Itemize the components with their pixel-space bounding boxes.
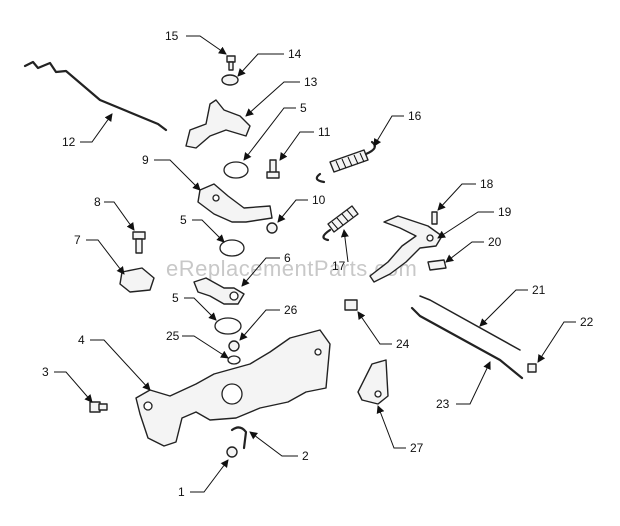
part-4-hole	[221, 383, 243, 405]
callout-5-middle: 5	[180, 213, 225, 243]
part-11-bolt	[266, 159, 280, 179]
callout-7: 7	[74, 233, 125, 275]
callout-8: 8	[94, 195, 135, 231]
svg-text:12: 12	[62, 135, 76, 149]
svg-text:7: 7	[74, 233, 81, 247]
callout-11: 11	[279, 125, 331, 161]
part-3-bolt	[89, 401, 108, 413]
svg-text:4: 4	[78, 333, 85, 347]
svg-text:16: 16	[408, 109, 422, 123]
part-16-spring	[315, 140, 376, 184]
part-6-control-arm	[193, 277, 245, 305]
svg-text:27: 27	[410, 441, 424, 455]
callout-4: 4	[78, 333, 151, 391]
part-25-washer	[227, 355, 241, 365]
part-7-bracket	[119, 267, 155, 293]
part-21-choke-wire	[419, 295, 521, 351]
part-20-clip	[427, 259, 447, 271]
svg-text:24: 24	[396, 337, 410, 351]
svg-text:5: 5	[180, 213, 187, 227]
callout-24: 24	[357, 311, 410, 351]
callout-23: 23	[436, 361, 491, 411]
part-10-nut	[266, 222, 278, 234]
callout-26: 26	[239, 303, 298, 341]
callout-27: 27	[376, 405, 424, 455]
svg-text:14: 14	[288, 47, 302, 61]
svg-text:18: 18	[480, 177, 494, 191]
part-5-washer-middle	[219, 239, 245, 257]
part-14-bushing	[221, 74, 239, 86]
svg-text:3: 3	[42, 365, 49, 379]
callout-20: 20	[445, 235, 502, 263]
callout-10: 10	[277, 193, 326, 223]
svg-text:19: 19	[498, 205, 512, 219]
svg-text:21: 21	[532, 283, 546, 297]
callout-3: 3	[42, 365, 93, 403]
callout-12: 12	[62, 113, 113, 149]
svg-text:13: 13	[304, 75, 318, 89]
svg-text:6: 6	[284, 251, 291, 265]
callout-17: 17	[332, 229, 349, 273]
part-24-clamp	[344, 299, 358, 311]
callout-9: 9	[142, 153, 201, 191]
callout-1: 1	[178, 459, 229, 499]
part-5-washer-upper	[223, 161, 249, 179]
callout-21: 21	[479, 283, 546, 327]
svg-text:5: 5	[172, 291, 179, 305]
part-27-plate	[357, 359, 389, 405]
callout-16: 16	[373, 109, 422, 147]
part-13-bracket	[185, 99, 251, 149]
callout-15: 15	[165, 29, 227, 55]
svg-text:15: 15	[165, 29, 179, 43]
part-18-screw	[431, 211, 438, 225]
part-5-washer-lower	[214, 317, 242, 335]
svg-text:20: 20	[488, 235, 502, 249]
callout-5-upper: 5	[243, 101, 307, 161]
svg-text:10: 10	[312, 193, 326, 207]
callout-5-lower: 5	[172, 291, 217, 321]
part-17-spring	[322, 205, 359, 242]
callout-25: 25	[166, 329, 229, 359]
part-15-screw	[226, 55, 236, 71]
callout-19: 19	[437, 205, 512, 239]
callout-2: 2	[249, 431, 309, 463]
part-8-bolt	[132, 231, 146, 254]
part-23-throttle-rod	[410, 306, 524, 380]
svg-text:1: 1	[178, 485, 185, 499]
svg-text:22: 22	[580, 315, 594, 329]
callout-22: 22	[537, 315, 594, 363]
svg-text:26: 26	[284, 303, 298, 317]
svg-text:2: 2	[302, 449, 309, 463]
callout-6: 6	[241, 251, 291, 287]
part-1-nut	[226, 446, 238, 458]
svg-text:17: 17	[332, 259, 346, 273]
svg-text:8: 8	[94, 195, 101, 209]
part-12-link-wire	[23, 60, 168, 132]
part-2-clip	[230, 426, 248, 450]
part-26-nut	[228, 340, 240, 352]
part-22-clip	[527, 363, 537, 373]
svg-text:11: 11	[318, 125, 331, 139]
part-19-throttle-lever	[369, 215, 443, 283]
part-9-lever	[197, 183, 273, 223]
svg-text:5: 5	[300, 101, 307, 115]
callout-13: 13	[245, 75, 318, 117]
callout-18: 18	[437, 177, 494, 211]
svg-text:23: 23	[436, 397, 450, 411]
callout-14: 14	[237, 47, 302, 77]
svg-text:9: 9	[142, 153, 149, 167]
svg-text:25: 25	[166, 329, 180, 343]
